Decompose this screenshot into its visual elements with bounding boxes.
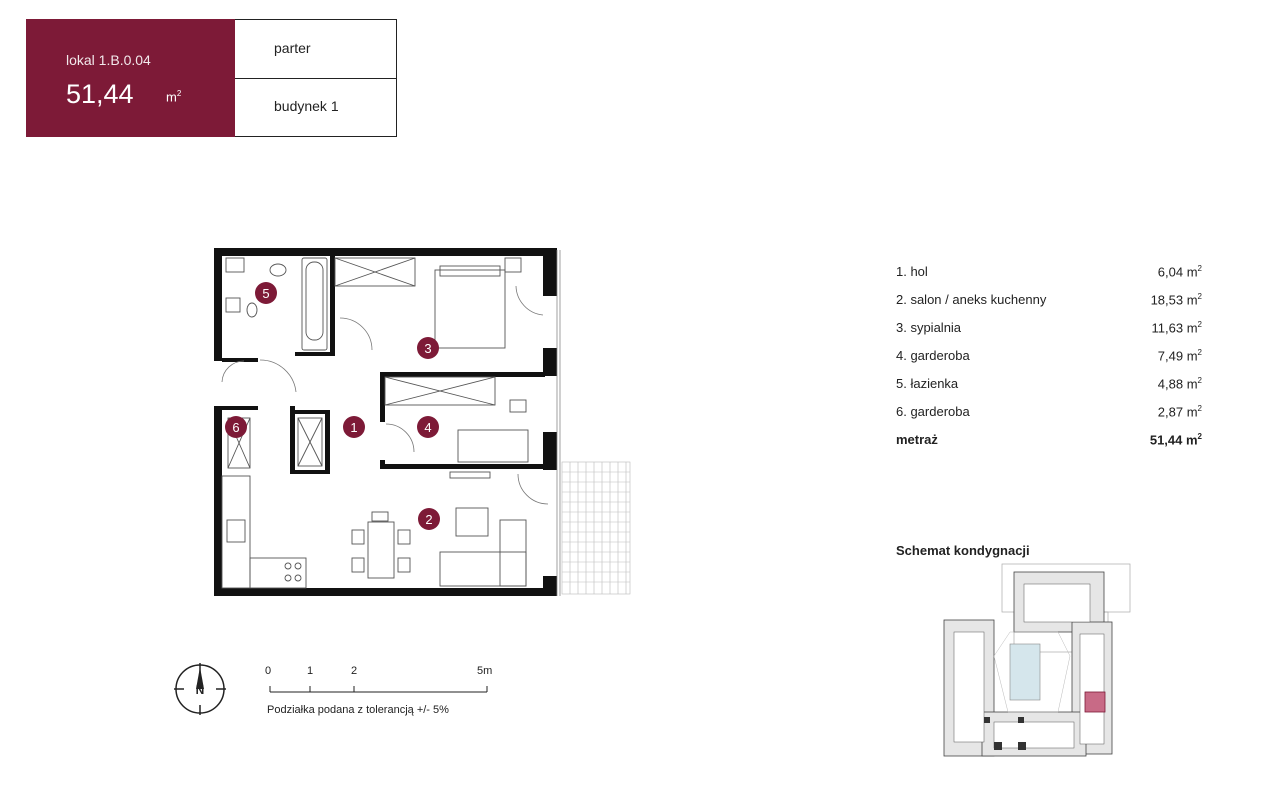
compass-icon: N: [174, 663, 226, 715]
room-name: 2. salon / aneks kuchenny: [896, 292, 1047, 307]
building-name: budynek 1: [274, 98, 339, 114]
scale-bar: 0 1 2 5m: [262, 664, 502, 703]
scale-tick-2: 2: [351, 665, 358, 677]
room-area: 6,04 m2: [1157, 264, 1202, 280]
balcony-tiles: [561, 461, 631, 595]
current-unit-highlight: [1084, 691, 1106, 713]
room-name: 4. garderoba: [896, 348, 970, 363]
unit-summary-box: lokal 1.B.0.04 51,44 m2: [26, 19, 235, 137]
room-row: 6. garderoba 2,87 m2: [896, 402, 1202, 430]
unit-area-unit: m2: [166, 89, 182, 105]
unit-code: lokal 1.B.0.04: [66, 52, 151, 68]
unit-info-box: parter budynek 1: [235, 19, 397, 137]
room-name: 1. hol: [896, 264, 928, 279]
room-area: 18,53 m2: [1150, 292, 1202, 308]
fixtures: [221, 257, 529, 589]
room-area: 2,87 m2: [1157, 404, 1202, 420]
building-row: budynek 1: [235, 78, 396, 136]
scale-tolerance-note: Podziałka podana z tolerancją +/- 5%: [267, 704, 449, 716]
room-marker-label-2: 2: [425, 512, 432, 527]
room-row: 1. hol 6,04 m2: [896, 262, 1202, 290]
unit-area: 51,44: [66, 79, 134, 109]
compass-north-label: N: [196, 683, 205, 697]
doors: [221, 285, 549, 505]
room-marker-2: [418, 508, 440, 530]
room-area-table: 1. hol 6,04 m2 2. salon / aneks kuchenny…: [896, 262, 1202, 456]
unit-header: lokal 1.B.0.04 51,44 m2 parter budynek 1: [26, 19, 397, 137]
room-marker-label-3: 3: [424, 341, 431, 356]
room-name: 5. łazienka: [896, 376, 959, 391]
room-area: 4,88 m2: [1157, 376, 1202, 392]
room-marker-label-6: 6: [232, 420, 239, 435]
room-marker-4: [417, 416, 439, 438]
floor-level: parter: [274, 40, 311, 56]
room-row: 2. salon / aneks kuchenny 18,53 m2: [896, 290, 1202, 318]
room-marker-6: [225, 416, 247, 438]
scale-tick-1: 1: [307, 665, 314, 677]
room-name: 3. sypialnia: [896, 320, 962, 335]
room-marker-label-4: 4: [424, 420, 431, 435]
schema-title: Schemat kondygnacji: [896, 543, 1030, 558]
room-marker-label-5: 5: [262, 286, 269, 301]
total-area-row: metraż 51,44 m2: [896, 430, 1202, 456]
total-area-value: 51,44 m2: [1149, 432, 1202, 448]
room-row: 4. garderoba 7,49 m2: [896, 346, 1202, 374]
exterior-walls: [214, 248, 557, 596]
scale-tick-0: 0: [265, 665, 272, 677]
room-area: 11,63 m2: [1151, 320, 1202, 336]
interior-walls: [222, 256, 545, 474]
room-markers: 1 2 3 4 5 6: [225, 282, 440, 530]
room-marker-label-1: 1: [350, 420, 357, 435]
room-row: 3. sypialnia 11,63 m2: [896, 318, 1202, 346]
windows: [556, 250, 561, 596]
floor-level-row: parter: [235, 20, 396, 79]
room-area: 7,49 m2: [1157, 348, 1202, 364]
room-marker-5: [255, 282, 277, 304]
floor-schema-map: [943, 563, 1131, 757]
room-name: 6. garderoba: [896, 404, 970, 419]
total-area-label: metraż: [896, 432, 938, 447]
scale-tick-5m: 5m: [477, 665, 493, 677]
room-marker-3: [417, 337, 439, 359]
floor-plan: 1 2 3 4 5 6: [214, 248, 631, 596]
room-row: 5. łazienka 4,88 m2: [896, 374, 1202, 402]
room-marker-1: [343, 416, 365, 438]
